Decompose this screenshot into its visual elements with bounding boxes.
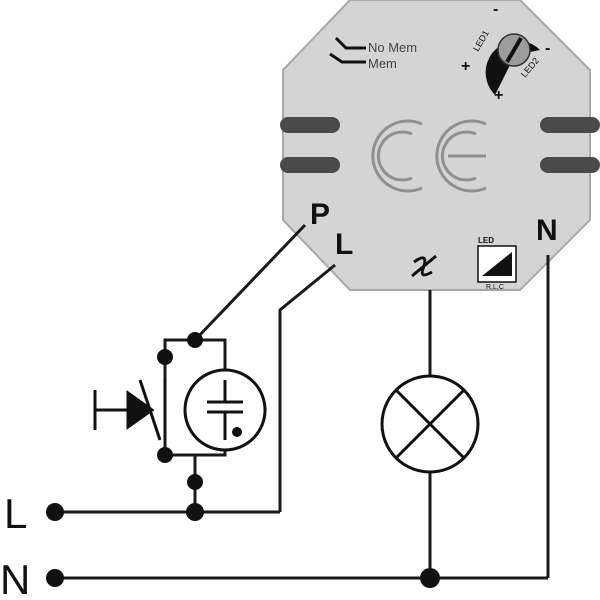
terminal-n-label: N	[536, 214, 558, 247]
junction-dots	[46, 332, 440, 588]
housing-slots	[280, 117, 600, 173]
mode-no-mem-label: No Mem	[368, 40, 417, 55]
ce-mark	[371, 119, 487, 193]
pushbutton-symbol	[93, 378, 167, 441]
led-rlc-badge	[477, 245, 517, 283]
led-adjust-knob[interactable]	[485, 33, 540, 95]
led-badge-sub: R,L,C	[486, 284, 504, 291]
dimmed-output-icon	[411, 254, 437, 278]
supply-neutral-label: N	[0, 556, 30, 600]
terminal-p-label: P	[310, 198, 330, 231]
led2-minus: -	[545, 40, 550, 57]
mode-mem-label: Mem	[368, 56, 397, 71]
terminal-l-label: L	[335, 228, 353, 261]
wires	[55, 223, 550, 580]
led1-plus: +	[461, 58, 470, 75]
led-badge-title: LED	[478, 236, 494, 245]
memory-mode-icon	[329, 36, 366, 64]
supply-line-label: L	[4, 490, 27, 537]
socket-symbol	[183, 368, 267, 452]
lamp-symbol	[380, 374, 480, 474]
led1-minus: -	[493, 1, 498, 18]
led2-plus: +	[494, 87, 503, 104]
